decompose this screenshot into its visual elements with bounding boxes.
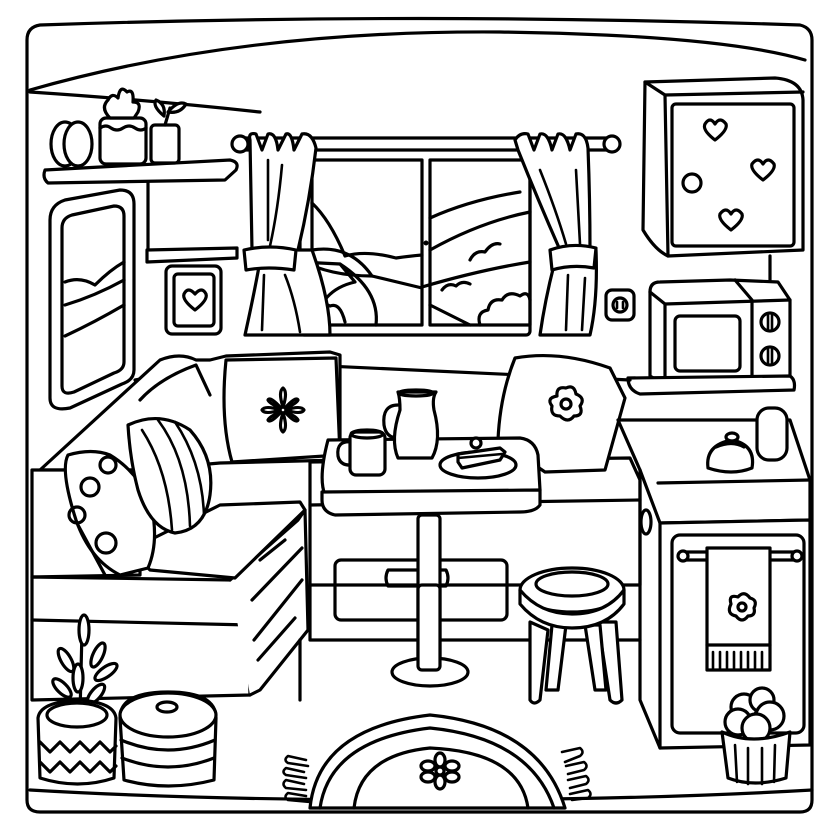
stool (518, 566, 626, 705)
kettle (706, 431, 755, 474)
canister (755, 406, 789, 462)
rug (282, 713, 592, 810)
outlet (604, 288, 636, 322)
heart-cabinet (641, 76, 805, 284)
side-window (48, 188, 136, 411)
jug (382, 388, 440, 460)
cake-plate (438, 436, 518, 480)
table (320, 388, 542, 688)
pillows (63, 353, 627, 577)
kitchen-counter (616, 406, 812, 750)
room-frame (25, 16, 814, 814)
potted-plant (36, 613, 119, 786)
flower-pillow-bloom (548, 385, 584, 422)
window (298, 138, 532, 337)
heart-picture (145, 246, 239, 336)
towel (676, 546, 804, 672)
rug-flower (419, 751, 461, 791)
curtains (230, 132, 622, 337)
mug (336, 428, 387, 477)
storage-pouf (118, 690, 218, 788)
wall-shelf (42, 87, 239, 252)
microwave (626, 278, 797, 396)
fruit-basket (720, 686, 792, 786)
flower-pillow-daisy (260, 386, 306, 434)
